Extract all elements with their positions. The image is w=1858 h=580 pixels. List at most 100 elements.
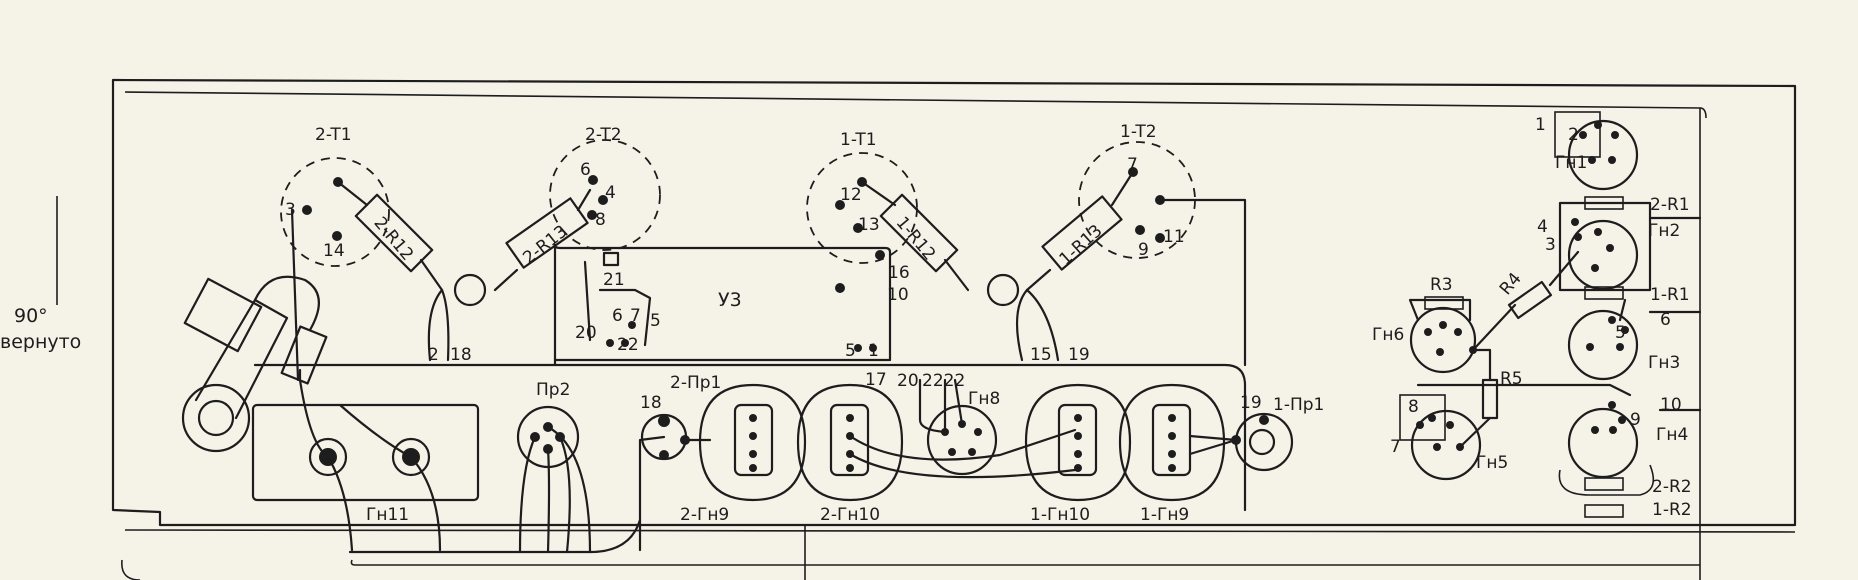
svg-text:6: 6 [612,306,623,326]
socket-2-gn9: 2-Гн9 [680,383,807,525]
svg-text:2-Гн9: 2-Гн9 [680,505,729,525]
svg-text:1-R2: 1-R2 [1652,500,1692,520]
socket-gn11-label: Гн11 [366,505,409,525]
svg-text:22: 22 [617,335,639,355]
svg-text:2222: 2222 [922,371,965,391]
svg-text:12: 12 [840,185,862,205]
svg-text:R3: R3 [1430,275,1453,295]
svg-text:2: 2 [428,345,439,365]
svg-text:20: 20 [575,323,597,343]
svg-text:1-Гн9: 1-Гн9 [1140,505,1189,525]
svg-text:16: 16 [888,263,910,283]
svg-text:4: 4 [605,183,616,203]
svg-text:18: 18 [640,393,662,413]
svg-text:2-Гн10: 2-Гн10 [820,505,880,525]
socket-gn8: Гн8 20 2222 [848,371,1077,479]
socket-gn6: Гн6 [1372,298,1477,374]
tube-1-t1-label: 1-T1 [840,130,877,150]
svg-text:Гн8: Гн8 [968,389,1000,409]
fuse-pr2-label: Пр2 [536,380,570,400]
svg-text:Гн1: Гн1 [1555,153,1587,173]
svg-text:1-Гн10: 1-Гн10 [1030,505,1090,525]
svg-text:3: 3 [1545,235,1556,255]
chassis-frame [111,78,1797,580]
svg-text:2-Пр1: 2-Пр1 [670,373,721,393]
svg-text:3: 3 [285,200,296,220]
svg-text:2: 2 [1568,125,1579,145]
lamp-1 [986,273,1020,307]
svg-text:2-R2: 2-R2 [1652,477,1692,497]
tube-2-t2: 2-T2 6 4 8 [549,125,661,251]
fuse-1-pr1: 1-Пр1 19 [1188,393,1324,472]
svg-text:18: 18 [450,345,472,365]
svg-text:R4: R4 [1496,269,1526,299]
tube-2-t2-label: 2-T2 [585,125,622,145]
socket-gn4: Гн4 10 9 [1558,395,1688,496]
socket-gn2: Гн2 4 3 [1537,201,1680,292]
svg-text:Гн2: Гн2 [1648,221,1680,241]
socket-1-gn9: 1-Гн9 [1118,383,1226,525]
svg-text:Гн4: Гн4 [1656,425,1688,445]
socket-gn11-panel: Гн11 [251,208,480,552]
tube-2-t1: 2-T1 3 14 [280,125,390,267]
svg-text:5: 5 [845,341,856,361]
resistor-2-r13: 2-R13 [493,188,592,292]
svg-text:15: 15 [1030,345,1052,365]
resistor-2-r12: 2-R12 [336,180,444,292]
tube-1-t2-label: 1-T2 [1120,122,1157,142]
fuse-pr2: Пр2 [516,380,592,554]
socket-gn5: Гн5 8 7 [1390,394,1508,481]
socket-1-gn10: 1-Гн10 [1024,383,1132,525]
svg-text:7: 7 [1127,155,1138,175]
socket-gn1: Гн1 1 2 [1535,111,1639,191]
svg-text:Гн5: Гн5 [1476,453,1508,473]
svg-text:Гн3: Гн3 [1648,353,1680,373]
harness-main [253,198,1247,512]
svg-text:20: 20 [897,371,919,391]
svg-text:2-R12: 2-R12 [369,213,417,264]
svg-text:14: 14 [323,241,345,261]
svg-text:6: 6 [1660,310,1671,330]
svg-text:8: 8 [595,210,606,230]
svg-text:8: 8 [1408,397,1419,417]
svg-text:10: 10 [887,285,909,305]
svg-text:19: 19 [1240,393,1262,413]
right-harness [1416,216,1702,449]
svg-text:1: 1 [1535,115,1546,135]
svg-text:7: 7 [1390,437,1401,457]
svg-text:5: 5 [1615,323,1626,343]
rotation-angle-label: 90° [14,305,48,327]
svg-text:4: 4 [1537,217,1548,237]
rotation-note: 90° вернуто [0,196,81,353]
svg-text:9: 9 [1630,410,1641,430]
socket-2-gn10: 2-Гн10 17 [796,370,904,525]
svg-text:7: 7 [630,306,641,326]
svg-text:17: 17 [865,370,887,390]
svg-text:1-R12: 1-R12 [892,213,940,264]
resistor-r3 [1424,296,1464,310]
svg-text:9: 9 [1138,240,1149,260]
svg-text:19: 19 [1068,345,1090,365]
svg-text:Гн6: Гн6 [1372,325,1404,345]
svg-text:6: 6 [580,160,591,180]
svg-text:10: 10 [1660,395,1682,415]
fuse-2-pr1: 2-Пр1 18 [638,373,721,552]
svg-text:1-R1: 1-R1 [1650,285,1690,305]
block-u3-label: У3 [718,289,742,311]
svg-text:1-Пр1: 1-Пр1 [1273,395,1324,415]
resistor-1-r12: 1-R12 [860,180,970,292]
svg-text:5: 5 [650,311,661,331]
resistor-r4 [1507,280,1553,320]
svg-text:2-R1: 2-R1 [1650,195,1690,215]
resistor-2-r2 [1584,477,1624,491]
svg-text:21: 21 [603,270,625,290]
rotation-word-label: вернуто [0,331,81,353]
tube-1-t1: 1-T1 12 13 16 10 [806,130,918,305]
lamp-2 [453,273,487,307]
tube-2-t1-label: 2-T1 [315,125,352,145]
svg-text:1: 1 [868,341,879,361]
block-u3: У3 21 6 7 5 20 22 5 1 [553,243,892,362]
svg-text:13: 13 [858,215,880,235]
selector-switch [181,275,328,453]
